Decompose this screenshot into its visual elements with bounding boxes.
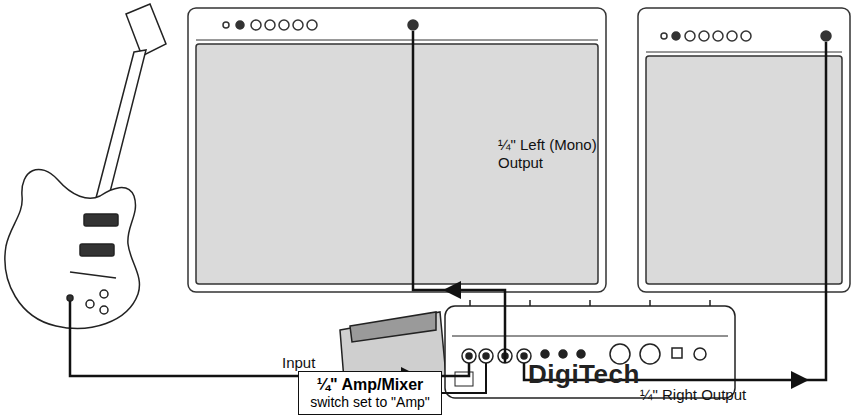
left-cable xyxy=(413,31,505,363)
guitar xyxy=(5,4,166,328)
right-arrow xyxy=(780,379,800,381)
cable-label: ¼" Right Output xyxy=(640,386,746,404)
callout-box: ¼" Amp/Mixerswitch set to "Amp" xyxy=(298,371,442,415)
input-cable xyxy=(70,301,469,376)
right-amp xyxy=(638,8,850,292)
brand-logo: DigiTech xyxy=(528,365,640,383)
callout-title: ¼" Amp/Mixer xyxy=(307,375,433,394)
switch-leader xyxy=(442,363,486,393)
right-cable xyxy=(524,42,826,380)
cable-label: Input xyxy=(282,354,315,372)
cable-label: ¼" Left (Mono) Output xyxy=(498,136,610,172)
left-arrow xyxy=(452,289,470,291)
callout-note: switch set to "Amp" xyxy=(307,394,433,411)
cables xyxy=(70,31,826,393)
